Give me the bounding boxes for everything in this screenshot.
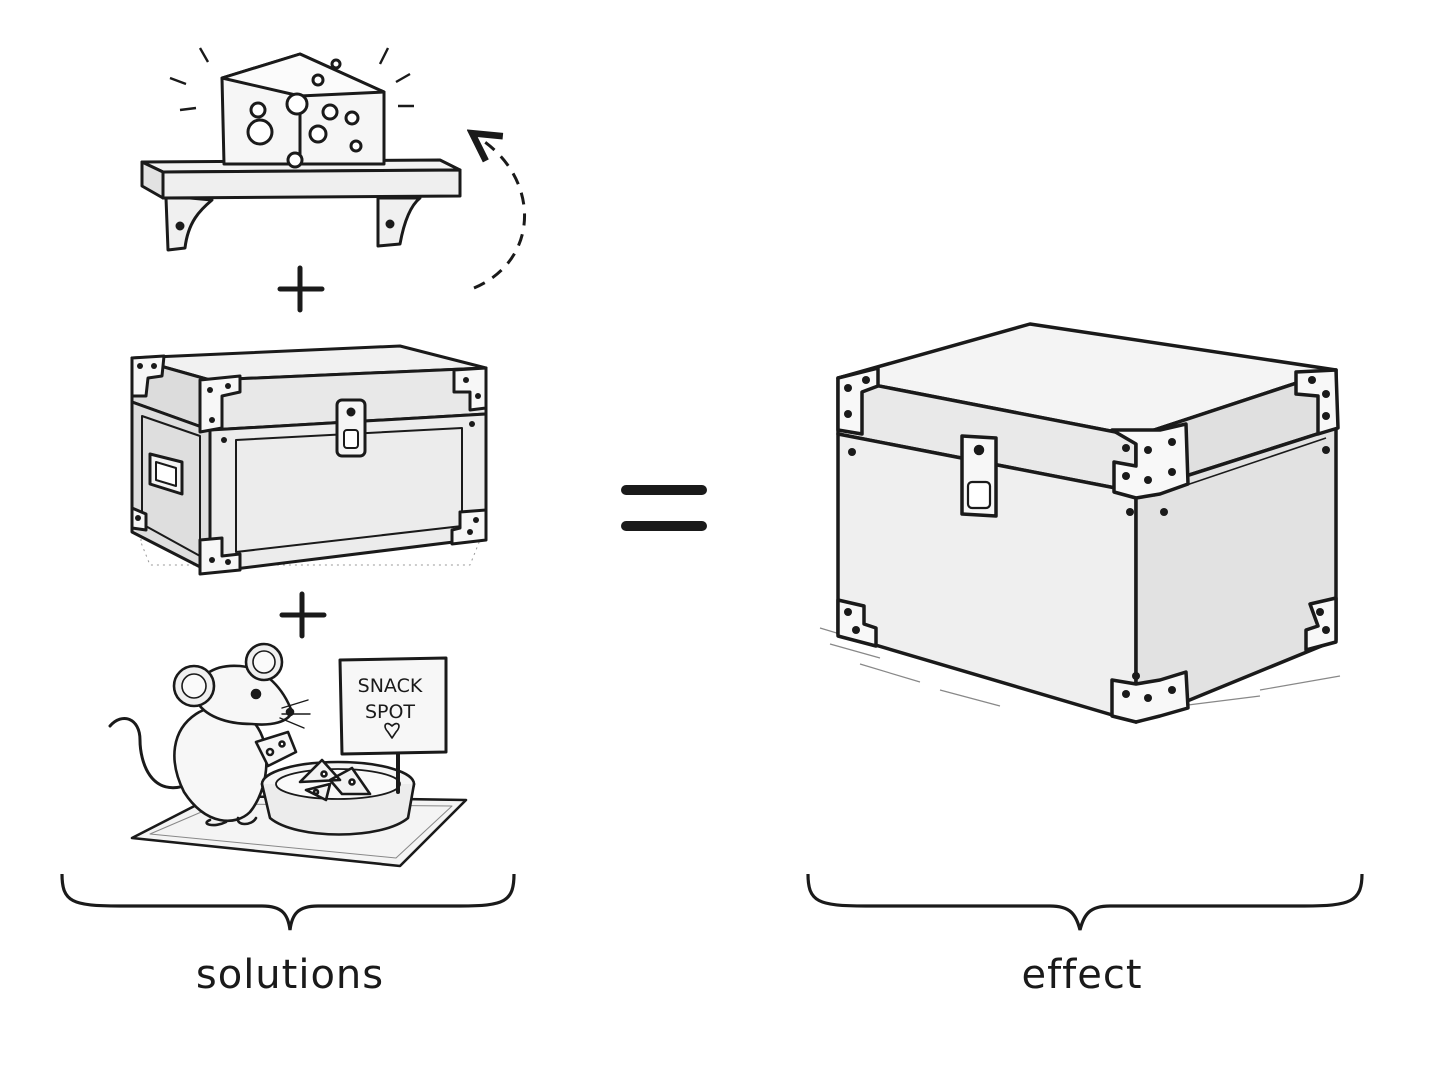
cheese-shelf-illustration [140,47,462,252]
sign-line-2: SPOT [365,701,415,723]
sign-line-1: SNACK [358,675,423,697]
plus-operator [279,591,327,639]
curved-arrow-icon [474,140,526,290]
plus-operator [277,265,325,313]
solutions-brace [60,873,516,931]
mouse-eating-illustration [108,642,468,868]
metal-box-illustration-small [130,344,488,576]
solutions-label: solutions [195,952,385,998]
equals-operator [621,485,707,531]
metal-box-illustration-large [819,322,1341,724]
effect-brace [806,873,1364,931]
effect-label: effect [1021,952,1143,998]
